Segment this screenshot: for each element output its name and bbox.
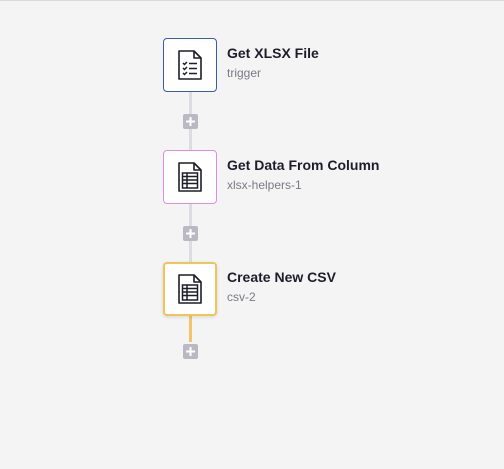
plus-icon <box>186 347 195 356</box>
node-title: Get XLSX File <box>227 45 319 61</box>
node-title: Get Data From Column <box>227 157 380 173</box>
add-step-button[interactable] <box>183 226 198 241</box>
connector-line <box>189 92 192 114</box>
node-subtitle: xlsx-helpers-1 <box>227 178 302 192</box>
top-divider <box>0 0 504 1</box>
node-title: Create New CSV <box>227 269 336 285</box>
plus-icon <box>186 229 195 238</box>
connector-line <box>189 204 192 226</box>
checklist-document-icon <box>178 50 202 80</box>
connector-line <box>189 241 192 262</box>
spreadsheet-document-icon <box>178 274 202 304</box>
spreadsheet-document-icon <box>178 162 202 192</box>
plus-icon <box>186 117 195 126</box>
add-step-button[interactable] <box>183 344 198 359</box>
node-subtitle: csv-2 <box>227 290 256 304</box>
connector-line-active <box>189 316 192 342</box>
node-icon-box[interactable] <box>163 38 217 92</box>
add-step-button[interactable] <box>183 114 198 129</box>
node-icon-box[interactable] <box>163 150 217 204</box>
node-subtitle: trigger <box>227 66 262 80</box>
node-icon-box[interactable] <box>163 262 217 316</box>
connector-line <box>189 129 192 150</box>
